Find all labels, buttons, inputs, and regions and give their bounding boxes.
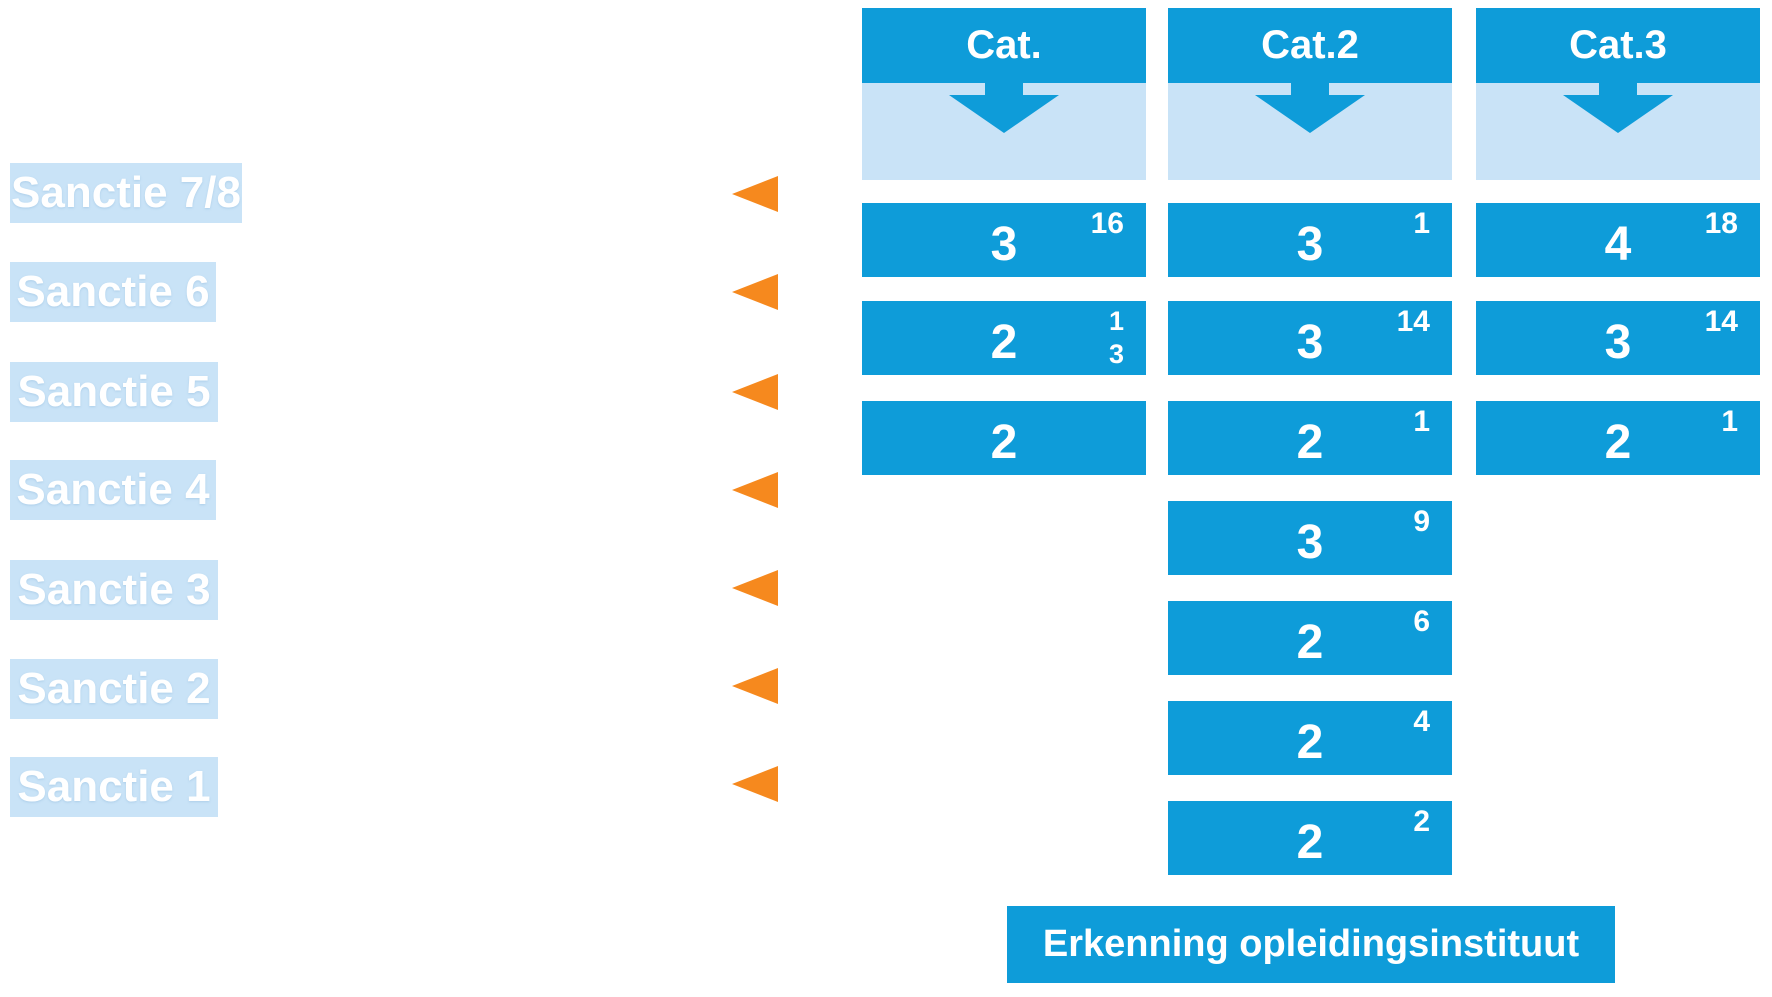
flow-box-cat1 xyxy=(862,83,1146,180)
sanction-label-5: Sanctie 5 xyxy=(10,362,218,422)
arrow-left-icon xyxy=(732,472,778,508)
cell-value: 4 xyxy=(1604,218,1632,271)
cell-superscript: 4 xyxy=(1413,705,1430,738)
cell-superscript: 9 xyxy=(1413,505,1430,538)
matrix-cell: 2 4 xyxy=(1168,701,1452,775)
cell-superscript: 1 xyxy=(1108,306,1124,336)
cell-value: 2 xyxy=(1296,616,1324,669)
column-header-cat1: Cat. xyxy=(862,8,1146,83)
cell-superscript: 18 xyxy=(1704,207,1738,240)
cell-superscript: 14 xyxy=(1704,305,1738,338)
arrow-down-icon xyxy=(949,83,1059,133)
cell-value: 2 xyxy=(1296,416,1324,469)
cell-value: 2 xyxy=(990,316,1018,369)
arrow-down-icon xyxy=(1255,83,1365,133)
sanction-label-1: Sanctie 1 xyxy=(10,757,218,817)
cell-value: 3 xyxy=(990,218,1018,271)
cell-value: 3 xyxy=(1296,516,1324,569)
arrow-left-icon xyxy=(732,176,778,212)
flow-box-cat3 xyxy=(1476,83,1760,180)
arrow-left-icon xyxy=(732,668,778,704)
arrow-left-icon xyxy=(732,766,778,802)
cell-value: 2 xyxy=(1604,416,1632,469)
flow-box-cat2 xyxy=(1168,83,1452,180)
sanction-label-3: Sanctie 3 xyxy=(10,560,218,620)
sanction-label-7-8: Sanctie 7/8 xyxy=(10,163,242,223)
cell-superscript: 3 xyxy=(1108,339,1124,369)
footer-bar: Erkenning opleidingsinstituut xyxy=(1007,906,1615,983)
column-header-cat2: Cat.2 xyxy=(1168,8,1452,83)
cell-superscript: 2 xyxy=(1413,805,1430,838)
matrix-cell: 2 6 xyxy=(1168,601,1452,675)
cell-superscript: 1 xyxy=(1721,405,1738,438)
matrix-cell: 3 9 xyxy=(1168,501,1452,575)
cell-value: 3 xyxy=(1604,316,1632,369)
cell-value: 2 xyxy=(1296,816,1324,869)
cell-superscript: 14 xyxy=(1396,305,1430,338)
matrix-cell: 3 1 xyxy=(1168,203,1452,277)
cell-value: 2 xyxy=(1296,716,1324,769)
matrix-cell: 3 14 xyxy=(1168,301,1452,375)
arrow-left-icon xyxy=(732,274,778,310)
matrix-cell: 3 14 xyxy=(1476,301,1760,375)
cell-superscript: 1 xyxy=(1413,405,1430,438)
cell-value: 2 xyxy=(990,416,1018,469)
arrow-left-icon xyxy=(732,374,778,410)
matrix-cell: 3 16 xyxy=(862,203,1146,277)
matrix-cell: 2 1 3 xyxy=(862,301,1146,375)
sanction-label-2: Sanctie 2 xyxy=(10,659,218,719)
matrix-cell: 2 2 xyxy=(1168,801,1452,875)
arrow-down-icon xyxy=(1563,83,1673,133)
cell-value: 3 xyxy=(1296,316,1324,369)
cell-superscript: 1 xyxy=(1413,207,1430,240)
arrow-left-icon xyxy=(732,570,778,606)
cell-superscript: 16 xyxy=(1090,207,1124,240)
matrix-cell: 2 1 xyxy=(1476,401,1760,475)
cell-superscript-stack: 1 3 xyxy=(1109,305,1124,371)
cell-superscript: 6 xyxy=(1413,605,1430,638)
matrix-cell: 4 18 xyxy=(1476,203,1760,277)
matrix-cell: 2 xyxy=(862,401,1146,475)
sanction-label-6: Sanctie 6 xyxy=(10,262,216,322)
column-header-cat3: Cat.3 xyxy=(1476,8,1760,83)
sanction-label-4: Sanctie 4 xyxy=(10,460,216,520)
cell-value: 3 xyxy=(1296,218,1324,271)
matrix-cell: 2 1 xyxy=(1168,401,1452,475)
